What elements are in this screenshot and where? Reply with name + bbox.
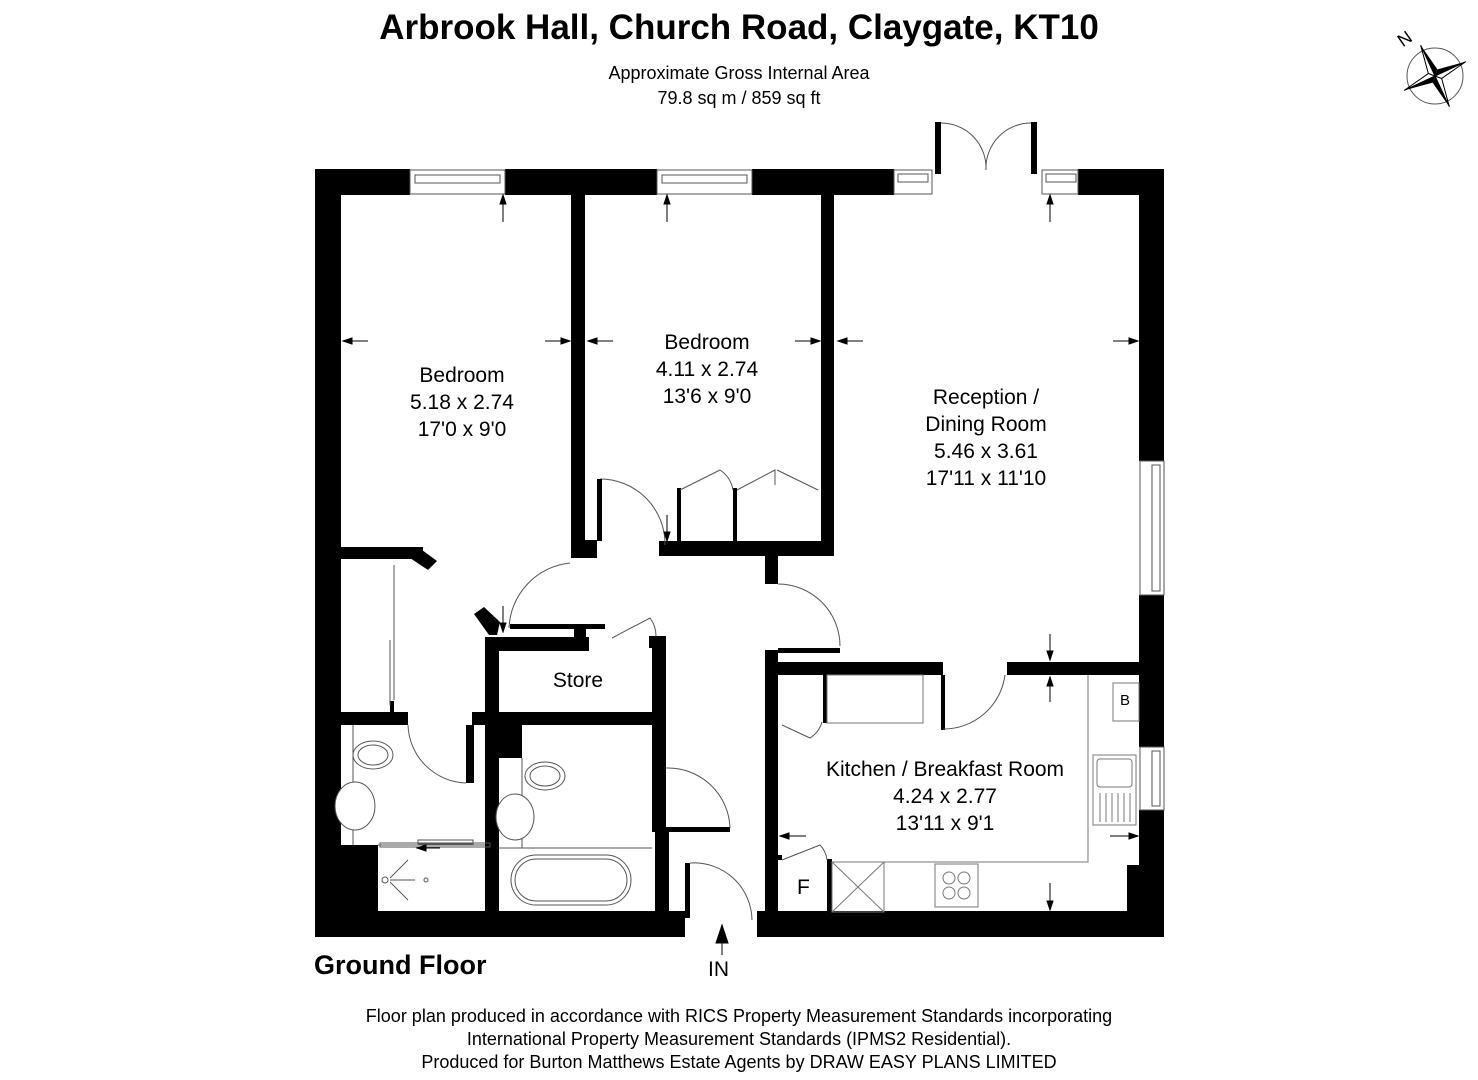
- compass-icon: N: [1394, 27, 1467, 108]
- room-name: Reception /: [932, 386, 1040, 409]
- room-imperial: 13'6 x 9'0: [662, 385, 752, 408]
- room-name: Kitchen / Breakfast Room: [825, 758, 1065, 781]
- french-doors: [935, 122, 1037, 174]
- room-metric: 4.11 x 2.74: [655, 358, 759, 381]
- room-bedroom-1: Bedroom 5.18 x 2.74 17'0 x 9'0: [372, 362, 552, 443]
- bathroom-fixtures: [334, 725, 652, 906]
- windows: [409, 169, 1165, 811]
- room-name-line2: Dining Room: [925, 413, 1047, 436]
- footer-line-1: Floor plan produced in accordance with R…: [365, 1006, 1113, 1026]
- floor-label: Ground Floor: [314, 950, 487, 980]
- door-swings: [379, 469, 1006, 921]
- room-imperial: 17'0 x 9'0: [417, 418, 507, 441]
- room-store: Store: [528, 667, 628, 694]
- room-reception-dining: Reception / Dining Room 5.46 x 3.61 17'1…: [886, 384, 1086, 492]
- room-imperial: 13'11 x 9'1: [895, 812, 995, 835]
- footer-line-3: Produced for Burton Matthews Estate Agen…: [421, 1052, 1057, 1072]
- entrance-label: IN: [708, 958, 729, 981]
- footer-notes: Floor plan produced in accordance with R…: [0, 1005, 1478, 1074]
- walls: [315, 169, 1164, 937]
- plan-title: Arbrook Hall, Church Road, Claygate, KT1…: [379, 8, 1099, 47]
- boiler-label: B: [1120, 692, 1131, 709]
- area-value: 79.8 sq m / 859 sq ft: [657, 88, 821, 108]
- room-metric: 4.24 x 2.77: [893, 785, 997, 808]
- room-imperial: 17'11 x 11'10: [925, 467, 1047, 490]
- fridge-label: F: [797, 876, 810, 899]
- room-name: Store: [552, 669, 604, 692]
- dimension-arrows: [341, 193, 1140, 955]
- room-bedroom-2: Bedroom 4.11 x 2.74 13'6 x 9'0: [617, 329, 797, 410]
- room-metric: 5.18 x 2.74: [410, 391, 514, 414]
- footer-line-2: International Property Measurement Stand…: [466, 1029, 1012, 1049]
- area-label: Approximate Gross Internal Area: [608, 63, 870, 83]
- room-name: Bedroom: [419, 364, 505, 387]
- room-metric: 5.46 x 3.61: [934, 440, 1038, 463]
- room-name: Bedroom: [664, 331, 750, 354]
- kitchen-units: [826, 674, 1140, 913]
- room-kitchen-breakfast: Kitchen / Breakfast Room 4.24 x 2.77 13'…: [795, 756, 1095, 837]
